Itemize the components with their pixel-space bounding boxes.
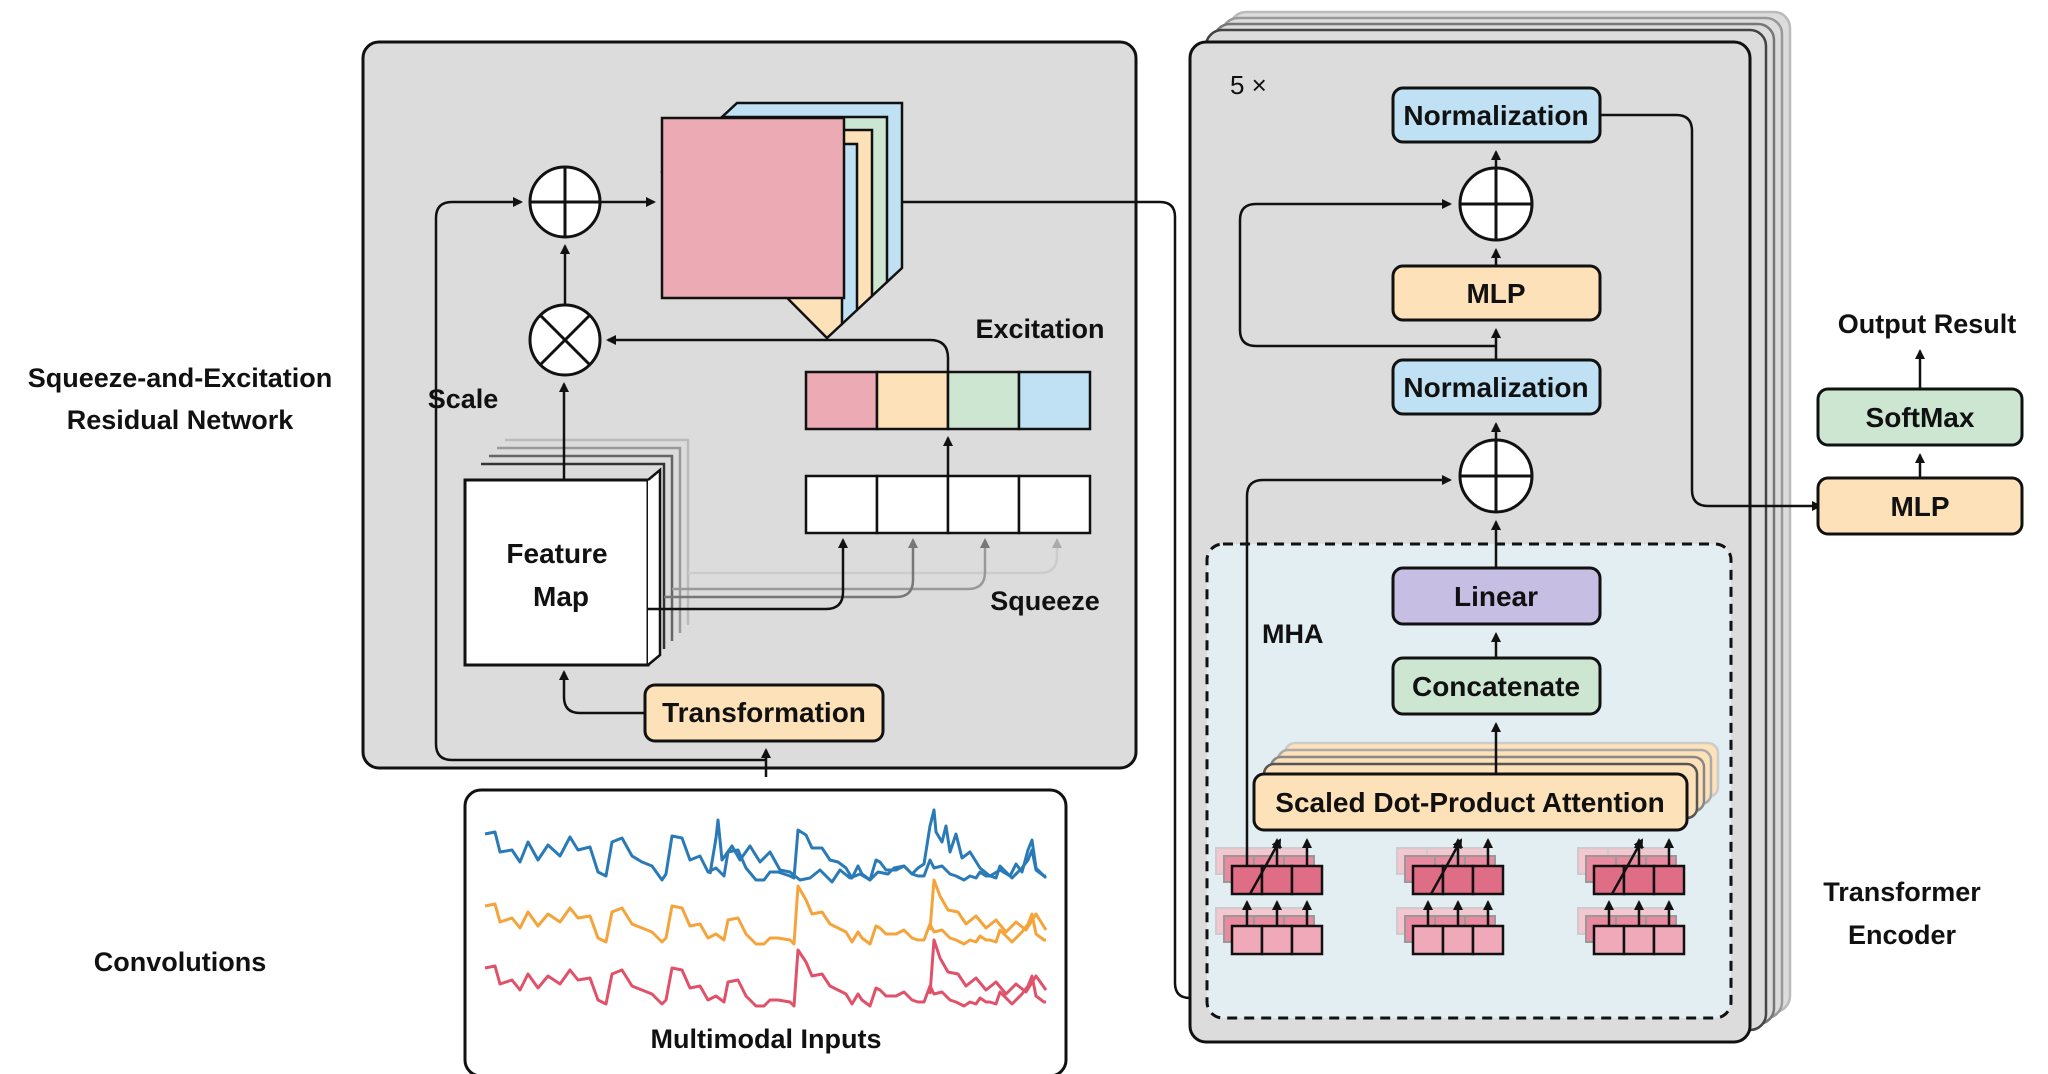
transformer-encoder-label-line2: Encoder [1848,920,1957,950]
output-result-label: Output Result [1838,309,2016,339]
token-group-1 [1215,847,1324,956]
normalization-top-label: Normalization [1403,100,1588,131]
multimodal-inputs-panel [463,788,1068,1074]
excitation-label: Excitation [975,314,1104,344]
scale-label: Scale [428,384,499,414]
concatenate-label: Concatenate [1412,671,1580,702]
token-group-3 [1577,847,1686,956]
signal-series-blue-spike [708,808,1048,884]
token-group-2 [1396,847,1505,956]
squeeze-connectors [648,538,1062,611]
encoder-mlp-label: MLP [1466,278,1525,309]
projection-arrows [1242,838,1674,926]
encoder-add-top-icon [1458,166,1534,242]
signal-series-blue [484,828,1046,882]
normalization-bottom-label: Normalization [1403,372,1588,403]
squeeze-label: Squeeze [990,586,1100,616]
signal-series [484,808,1048,1008]
output-feature-cube [660,101,904,340]
se-resnet-label-line2: Residual Network [67,405,295,435]
se-resnet-label-line1: Squeeze-and-Excitation [28,363,333,393]
scale-multiply-icon [528,303,602,377]
softmax-label: SoftMax [1866,402,1975,433]
transformer-encoder-label-line1: Transformer [1823,877,1981,907]
attention-label: Scaled Dot-Product Attention [1275,787,1664,818]
mha-label: MHA [1262,619,1324,649]
feature-map-label-line1: Feature [506,538,607,569]
signal-series-red-spike [928,938,1048,996]
feature-map-label-line2: Map [533,581,589,612]
linear-label: Linear [1454,581,1538,612]
attention-box [1252,772,1689,832]
excitation-vector [804,370,1092,431]
multimodal-inputs-label: Multimodal Inputs [651,1024,882,1054]
repeat-count-label: 5 × [1230,70,1267,100]
output-mlp-label: MLP [1890,491,1949,522]
convolutions-label: Convolutions [94,947,266,977]
signal-series-orange-spike [928,878,1048,934]
encoder-add-bottom-icon [1458,438,1534,514]
transformation-label: Transformation [662,697,866,728]
encoder-arrows [1238,113,1822,866]
squeeze-vector [804,474,1092,535]
residual-add-icon [528,165,602,239]
feature-map-stack [463,438,690,667]
signal-series-orange [484,884,1046,946]
signal-series-red [484,948,1046,1008]
